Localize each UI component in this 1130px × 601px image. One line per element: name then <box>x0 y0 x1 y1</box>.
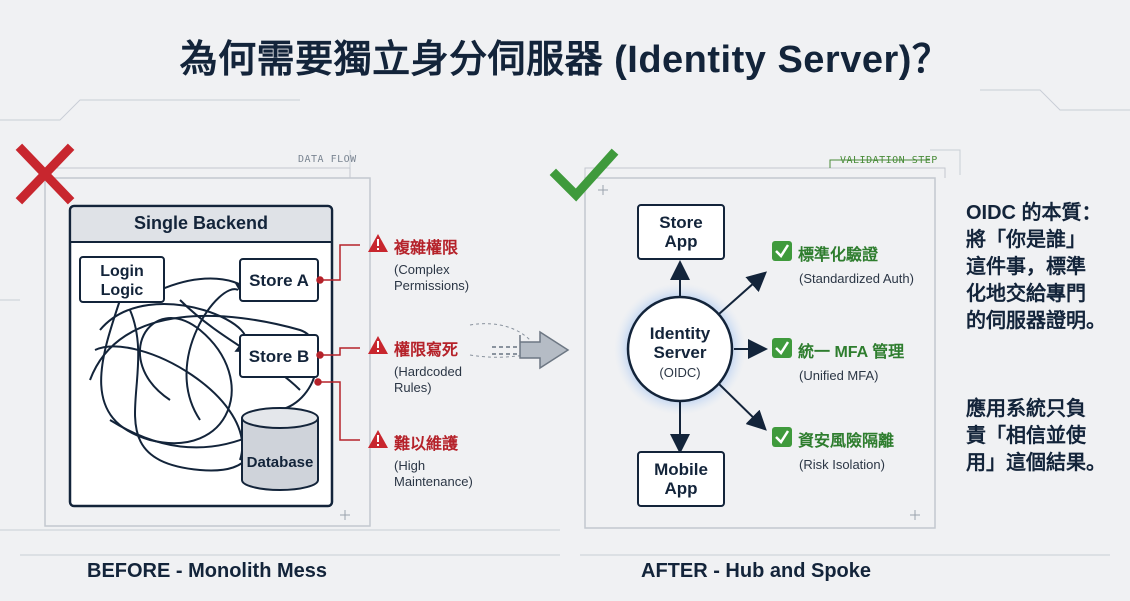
data-flow-tag: DATA FLOW <box>298 154 357 165</box>
benefit-standardized-auth: 標準化驗證 (Standardized Auth) <box>798 247 914 286</box>
store-b-label: Store B <box>248 347 310 366</box>
identity-server-label: Identity Server (OIDC) <box>649 324 711 380</box>
warning-triangle-icon <box>368 336 388 354</box>
login-logic-box <box>79 256 165 303</box>
check-box-icon <box>772 427 792 447</box>
before-caption: BEFORE - Monolith Mess <box>87 560 327 582</box>
warning-high-maintenance: 難以維護 (High Maintenance) <box>394 436 473 489</box>
benefit-risk-isolation: 資安風險隔離 (Risk Isolation) <box>798 433 895 472</box>
database-label: Database <box>246 454 314 471</box>
after-outer-frame <box>584 177 936 529</box>
x-mark-icon <box>15 143 75 205</box>
database-cylinder <box>241 407 319 491</box>
benefit-unified-mfa: 統一 MFA 管理 (Unified MFA) <box>798 344 905 383</box>
validation-step-tag: VALIDATION STEP <box>840 155 938 166</box>
transition-arrow <box>469 323 570 370</box>
store-app-label: Store App <box>659 213 703 251</box>
mobile-app-label: Mobile App <box>654 460 708 498</box>
login-logic-label: Login Logic <box>100 263 144 299</box>
store-a-label: Store A <box>249 271 309 290</box>
warning-complex-permissions: 複雜權限 (Complex Permissions) <box>394 240 470 293</box>
warning-triangle-icon <box>368 430 388 448</box>
single-backend-title: Single Backend <box>133 213 269 233</box>
background-circuit-lines <box>0 89 1130 556</box>
page-title: 為何需要獨立身分伺服器 (Identity Server)？ <box>179 39 951 81</box>
hub-spokes <box>670 260 768 454</box>
check-mark-icon <box>549 148 619 202</box>
store-app-box <box>637 204 725 260</box>
oidc-essence-paragraph: OIDC 的本質： 將「你是誰」 這件事，標準 化地交給專門 的伺服器證明。 <box>966 202 1106 332</box>
warning-hardcoded-rules: 權限寫死 (Hardcoded Rules) <box>394 342 462 395</box>
check-box-icon <box>772 338 792 358</box>
warning-connectors <box>314 244 360 441</box>
check-box-icon <box>772 241 792 261</box>
mobile-app-box <box>637 451 725 507</box>
warning-triangle-icon <box>368 234 388 252</box>
application-role-paragraph: 應用系統只負 責「相信並使 用」這個結果。 <box>966 398 1106 474</box>
after-caption: AFTER - Hub and Spoke <box>641 560 871 582</box>
sparkle-decorations <box>340 185 920 520</box>
